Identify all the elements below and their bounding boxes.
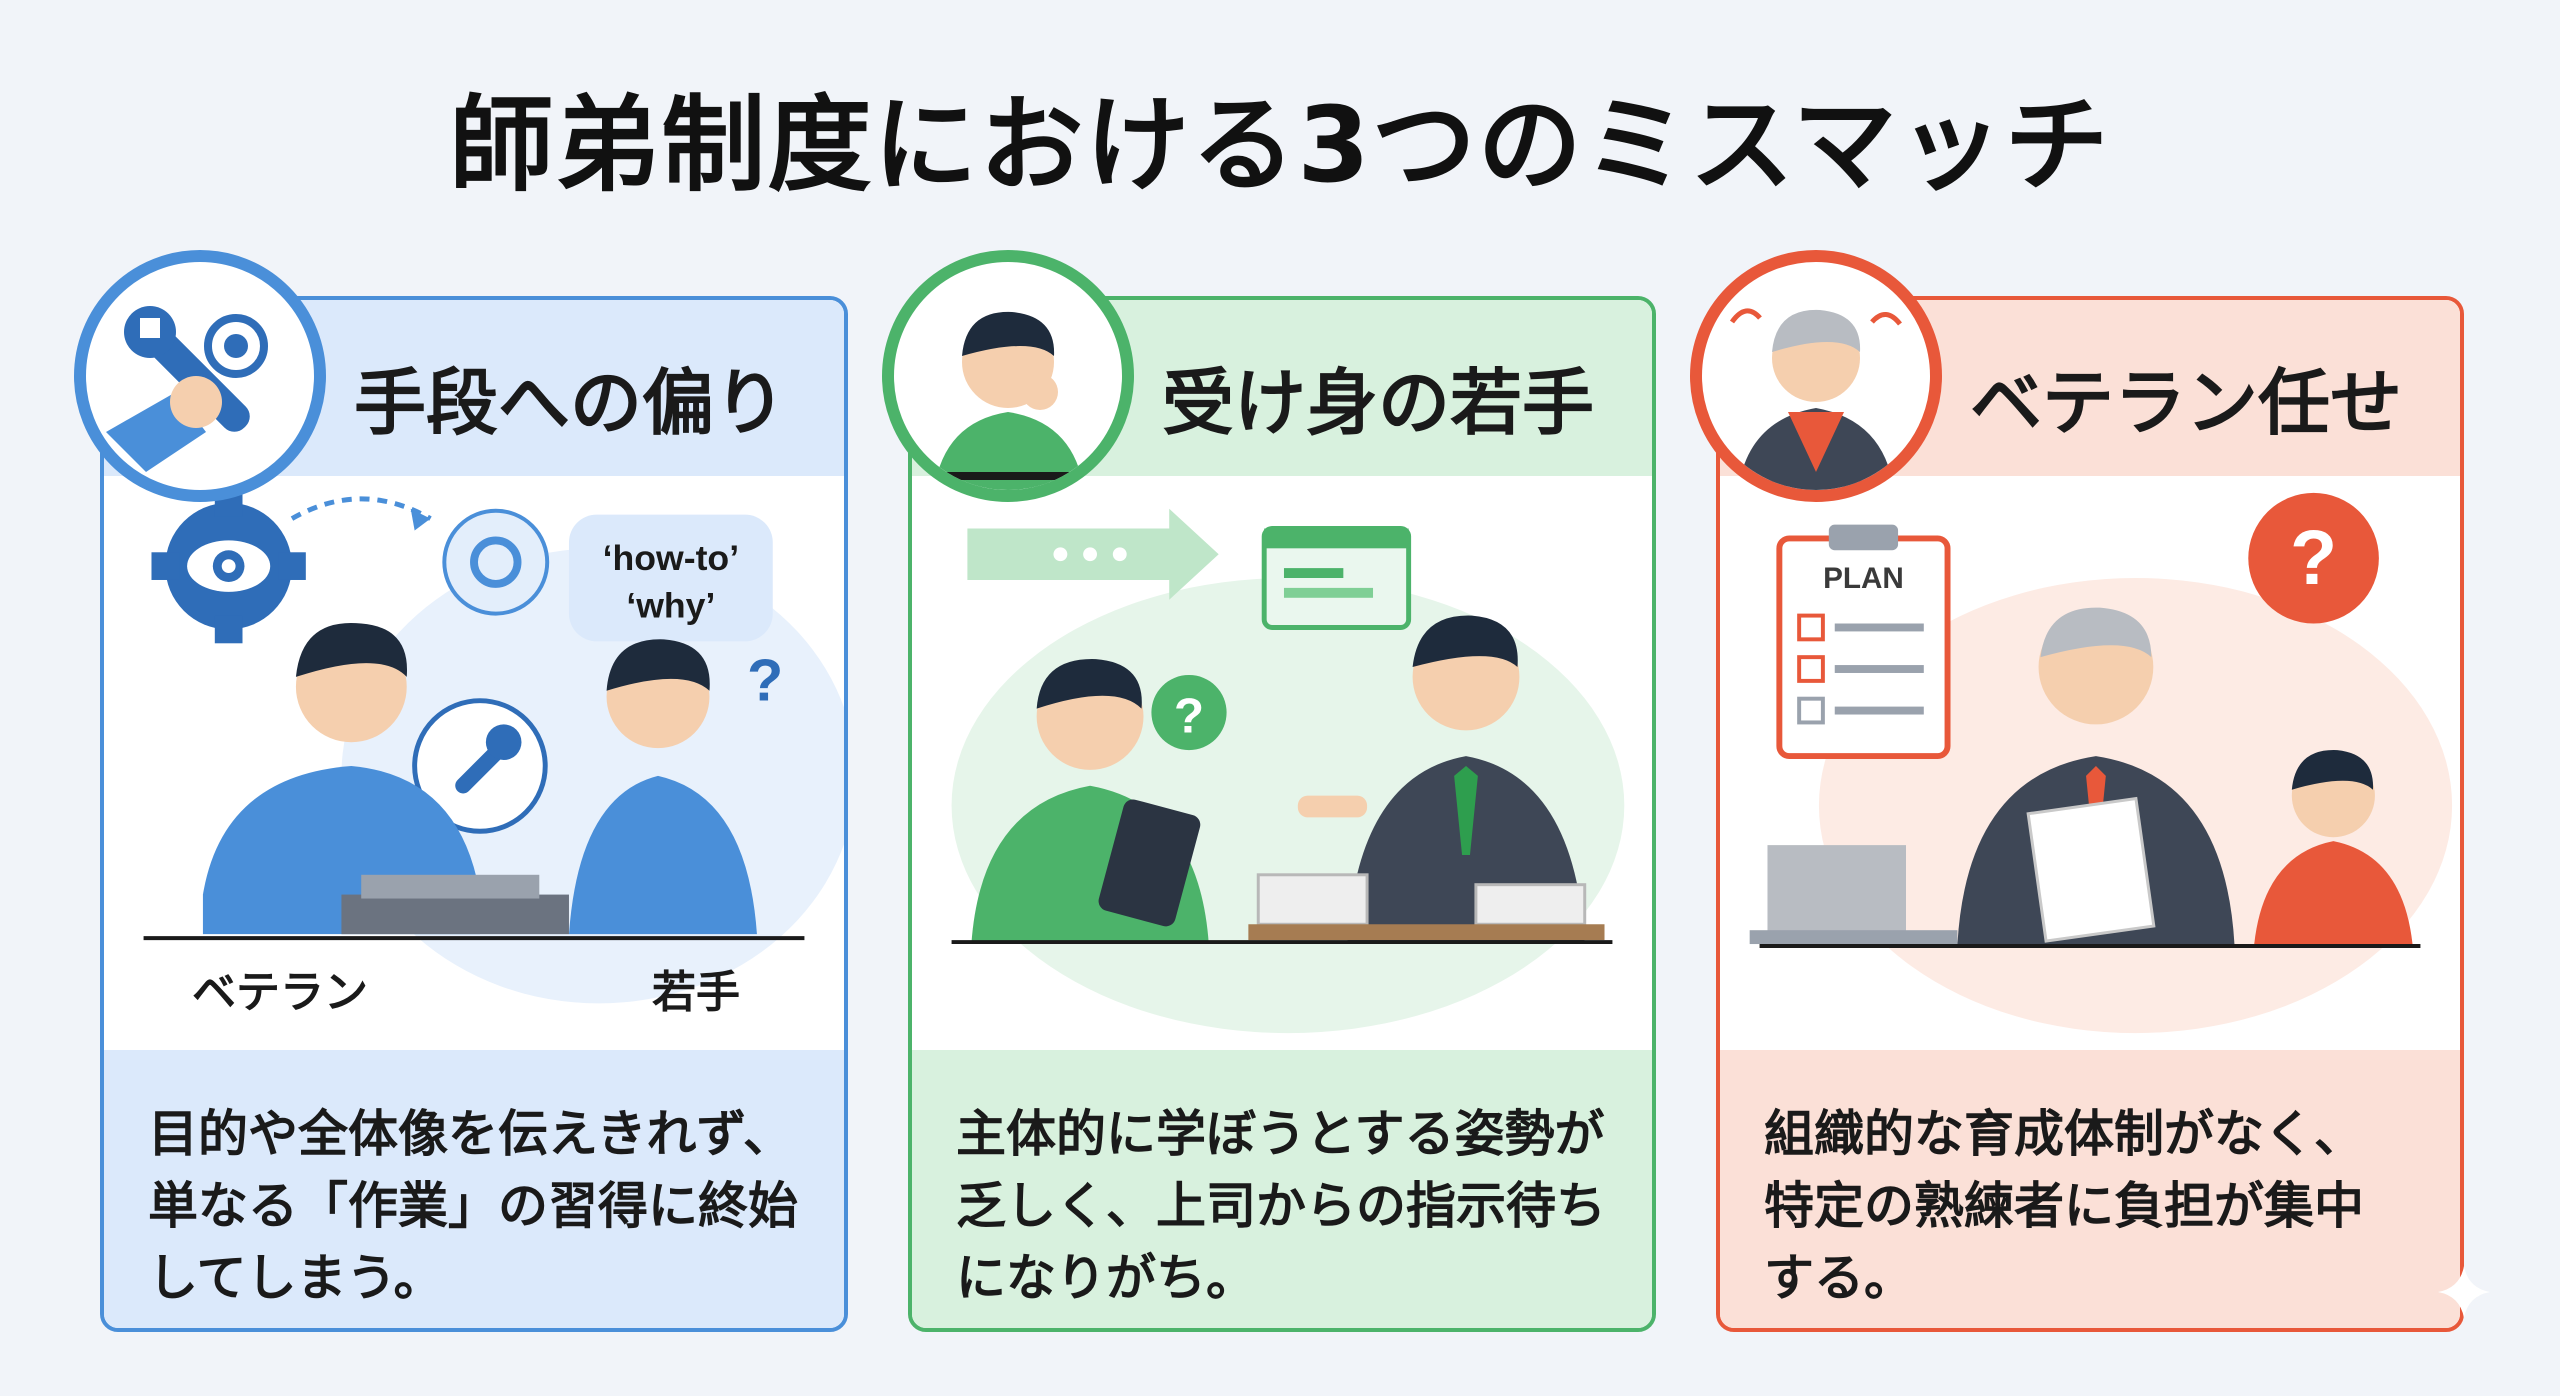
description-line-2: 単なる「作業」の習得に終始 xyxy=(148,1177,798,1235)
description-line-1: 組織的な育成体制がなく、 xyxy=(1764,1105,2364,1163)
young-boss-illustration: ? xyxy=(951,508,1625,1034)
description-line-3: してしまう。 xyxy=(148,1249,444,1307)
description-line-1: 目的や全体像を伝えきれず、 xyxy=(148,1105,793,1163)
card-title: 手段への偏り xyxy=(354,361,787,445)
card-title: 受け身の若手 xyxy=(1162,361,1595,445)
bubble-why: ‘why’ xyxy=(626,586,715,626)
illustration-overloaded-veteran: PLAN ? xyxy=(1720,476,2460,1050)
wrench-eye-icon xyxy=(74,250,326,502)
sparkle-icon xyxy=(2438,1266,2490,1318)
page-title: 師弟制度における3つのミスマッチ xyxy=(449,84,2111,206)
illustration-young-and-boss: ? xyxy=(912,476,1652,1050)
overloaded-veteran-illustration: PLAN ? xyxy=(1749,492,2453,1034)
description-line-2: 乏しく、上司からの指示待ち xyxy=(956,1177,1606,1235)
description-line-2: 特定の熟練者に負担が集中 xyxy=(1764,1177,2364,1235)
card-description: 主体的に学ぼうとする姿勢が 乏しく、上司からの指示待ち になりがち。 xyxy=(912,1050,1652,1328)
stressed-veteran-icon xyxy=(1690,250,1942,502)
description-line-3: になりがち。 xyxy=(956,1249,1256,1307)
description-line-3: する。 xyxy=(1764,1249,1914,1307)
svg-text:?: ? xyxy=(2290,515,2337,601)
description-line-1: 主体的に学ぼうとする姿勢が xyxy=(956,1105,1605,1163)
bubble-how-to: ‘how-to’ xyxy=(603,538,739,578)
card-title: ベテラン任せ xyxy=(1970,361,2403,445)
label-young: 若手 xyxy=(652,967,740,1018)
veteran-young-illustration: ‘how-to’ ‘why’ ? xyxy=(143,488,844,1004)
worried-young-man-icon xyxy=(882,250,1134,502)
svg-text:?: ? xyxy=(747,647,783,714)
card-description: 目的や全体像を伝えきれず、 単なる「作業」の習得に終始 してしまう。 xyxy=(104,1050,844,1328)
label-veteran: ベテラン xyxy=(192,967,368,1018)
illustration-veteran-and-young: ‘how-to’ ‘why’ ? ベテラン 若手 xyxy=(104,476,844,1050)
card-description: 組織的な育成体制がなく、 特定の熟練者に負担が集中 する。 xyxy=(1720,1050,2460,1328)
plan-label: PLAN xyxy=(1823,562,1904,595)
svg-text:?: ? xyxy=(1174,688,1204,743)
